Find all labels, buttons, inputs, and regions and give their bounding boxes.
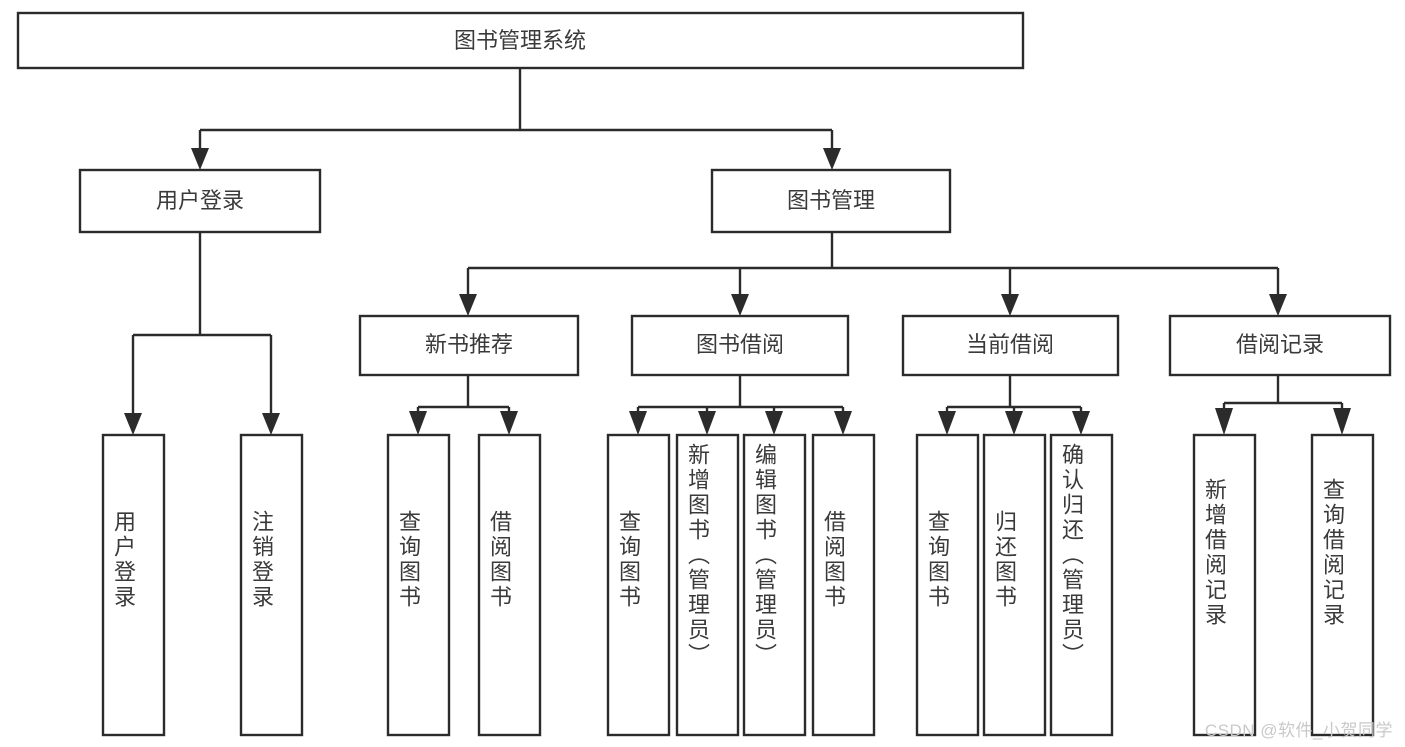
connector-group-user-login-to-leaves	[124, 232, 280, 435]
connector-group-current-borrow-to-leaves	[938, 375, 1090, 435]
node-book-manage-label: 图书管理	[787, 188, 875, 213]
arrow-down-icon	[765, 411, 783, 435]
arrow-down-icon	[1333, 408, 1351, 435]
leaf-box-query-record[interactable]	[1310, 433, 1375, 737]
leaf-box-query-book-2[interactable]	[606, 433, 671, 737]
arrow-down-icon	[459, 294, 477, 316]
arrow-down-icon	[409, 411, 427, 435]
arrow-down-icon	[834, 411, 852, 435]
connector-group-root-to-level2	[191, 68, 841, 170]
node-borrow-record[interactable]: 借阅记录	[1168, 314, 1392, 377]
leaf-box-add-record[interactable]	[1192, 433, 1257, 737]
node-current-borrow-box[interactable]	[901, 314, 1120, 377]
leaf-box-query-book-3[interactable]	[915, 433, 980, 737]
connector-group-book-borrow-to-leaves	[629, 375, 852, 435]
node-new-book-recommend-box[interactable]	[358, 314, 580, 377]
node-current-borrow-label: 当前借阅	[966, 332, 1054, 357]
node-current-borrow[interactable]: 当前借阅	[901, 314, 1120, 377]
leaf-box-user-login[interactable]	[101, 433, 166, 737]
node-book-borrow-box[interactable]	[630, 314, 850, 377]
arrow-down-icon	[629, 411, 647, 435]
node-borrow-record-box[interactable]	[1168, 314, 1392, 377]
node-new-book-recommend[interactable]: 新书推荐	[358, 314, 580, 377]
arrow-down-icon	[1001, 294, 1019, 316]
arrow-down-icon	[191, 148, 209, 170]
node-user-login-box[interactable]	[78, 168, 322, 234]
leaf-box-edit-book[interactable]	[742, 433, 807, 737]
leaf-boxes-group	[101, 433, 1375, 737]
node-root[interactable]: 图书管理系统	[16, 11, 1025, 70]
leaf-box-confirm-return[interactable]	[1049, 433, 1114, 737]
leaf-box-add-book[interactable]	[675, 433, 740, 737]
arrow-down-icon	[500, 411, 518, 435]
arrow-down-icon	[823, 148, 841, 170]
arrow-down-icon	[124, 413, 142, 435]
leaf-box-logout-login[interactable]	[239, 433, 304, 737]
node-book-borrow[interactable]: 图书借阅	[630, 314, 850, 377]
node-new-book-recommend-label: 新书推荐	[425, 332, 513, 357]
arrow-down-icon	[1005, 411, 1023, 435]
arrow-down-icon	[1215, 408, 1233, 435]
node-user-login[interactable]: 用户登录	[78, 168, 322, 234]
node-borrow-record-label: 借阅记录	[1236, 332, 1324, 357]
arrow-down-icon	[698, 411, 716, 435]
connector-group-new-book-recommend-to-leaves	[409, 375, 518, 435]
leaf-box-return-book[interactable]	[982, 433, 1047, 737]
connector-group-borrow-record-to-leaves	[1215, 375, 1351, 435]
arrow-down-icon	[938, 411, 956, 435]
node-root-box[interactable]	[16, 11, 1025, 70]
node-root-label: 图书管理系统	[454, 28, 586, 53]
node-book-manage[interactable]: 图书管理	[710, 168, 952, 234]
node-book-manage-box[interactable]	[710, 168, 952, 234]
arrow-down-icon	[262, 413, 280, 435]
watermark-text: CSDN @软件_小贺同学	[1204, 721, 1393, 740]
leaf-box-borrow-book-2[interactable]	[811, 433, 876, 737]
node-user-login-label: 用户登录	[156, 188, 244, 213]
connector-group-book-manage-to-level3	[459, 232, 1287, 316]
arrow-down-icon	[1072, 411, 1090, 435]
arrow-down-icon	[1269, 294, 1287, 316]
node-book-borrow-label: 图书借阅	[696, 332, 784, 357]
leaf-box-borrow-book-1[interactable]	[477, 433, 542, 737]
arrow-down-icon	[731, 294, 749, 316]
leaf-box-query-book-1[interactable]	[386, 433, 451, 737]
